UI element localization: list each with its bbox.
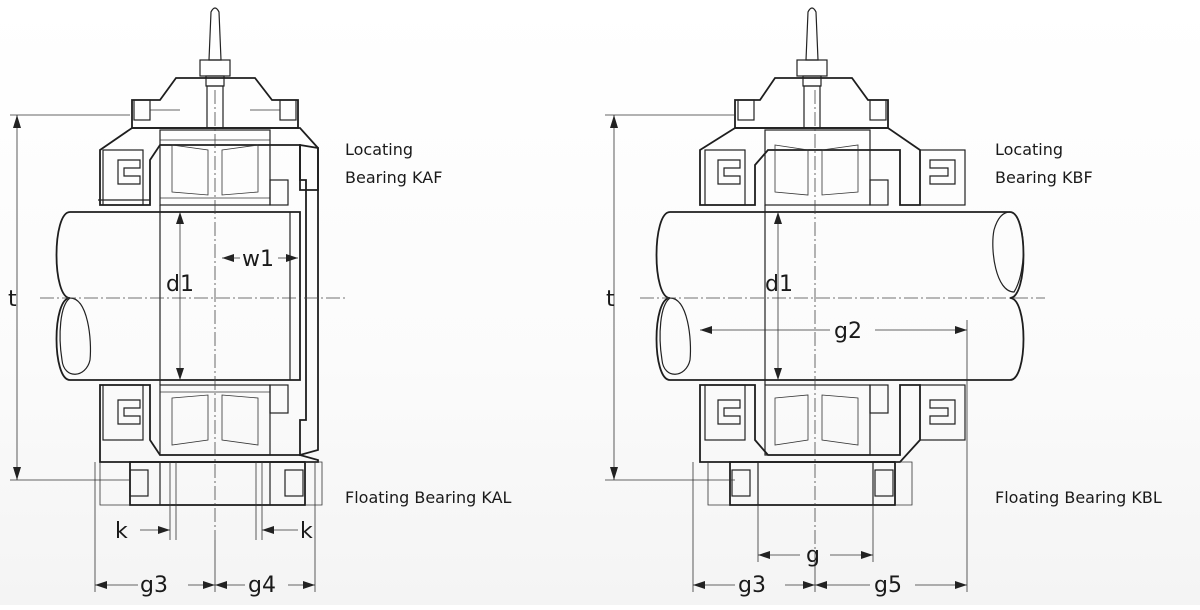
shaft-right <box>655 205 1025 385</box>
dim-label-w1: w1 <box>242 247 274 272</box>
dim-label-g5: g5 <box>874 573 902 598</box>
roller-bearing-lower-right <box>764 384 889 456</box>
housing-wall-upper-right <box>699 127 921 206</box>
left-bearing-assembly <box>40 7 345 540</box>
labyrinth-seal-lower-left <box>102 384 144 441</box>
dim-label-g: g <box>806 543 820 568</box>
roller-bearing-upper-right <box>764 129 889 206</box>
caption-locating-kbf-line2: Bearing KBF <box>995 168 1093 187</box>
housing-base-left <box>99 461 323 506</box>
right-bearing-assembly <box>640 7 1045 560</box>
caption-floating-kbl: Floating Bearing KBL <box>995 488 1162 507</box>
housing-wall-upper-left <box>99 127 319 206</box>
dim-label-d1-right: d1 <box>765 272 793 297</box>
roller-bearing-upper-left <box>159 129 289 206</box>
caption-locating-kaf-line2: Bearing KAF <box>345 168 442 187</box>
grease-nipple-left <box>199 7 231 87</box>
dimensions-right <box>605 114 968 592</box>
grease-nipple-right <box>796 7 828 87</box>
housing-base-right <box>707 461 913 506</box>
housing-top-right <box>734 77 889 129</box>
dim-label-k-right: k <box>300 519 313 544</box>
labyrinth-seal-upper-right-pair <box>704 149 966 206</box>
roller-bearing-lower-left <box>159 384 289 456</box>
dim-label-g3-right: g3 <box>738 573 766 598</box>
end-cover-left <box>299 143 319 457</box>
dim-label-k-left: k <box>115 519 128 544</box>
labyrinth-seal-lower-right-pair <box>704 384 966 441</box>
dim-label-g3-left: g3 <box>140 573 168 598</box>
dim-label-g2: g2 <box>834 319 862 344</box>
dim-label-d1-left: d1 <box>166 272 194 297</box>
dim-label-t-left: t <box>8 287 17 312</box>
dim-label-t-right: t <box>606 287 615 312</box>
dimensions-left <box>10 114 316 592</box>
labyrinth-seal-upper-left <box>98 149 150 206</box>
caption-locating-kaf-line1: Locating <box>345 140 413 159</box>
caption-floating-kal: Floating Bearing KAL <box>345 488 512 507</box>
dim-label-g4: g4 <box>248 573 276 598</box>
caption-locating-kbf-line1: Locating <box>995 140 1063 159</box>
